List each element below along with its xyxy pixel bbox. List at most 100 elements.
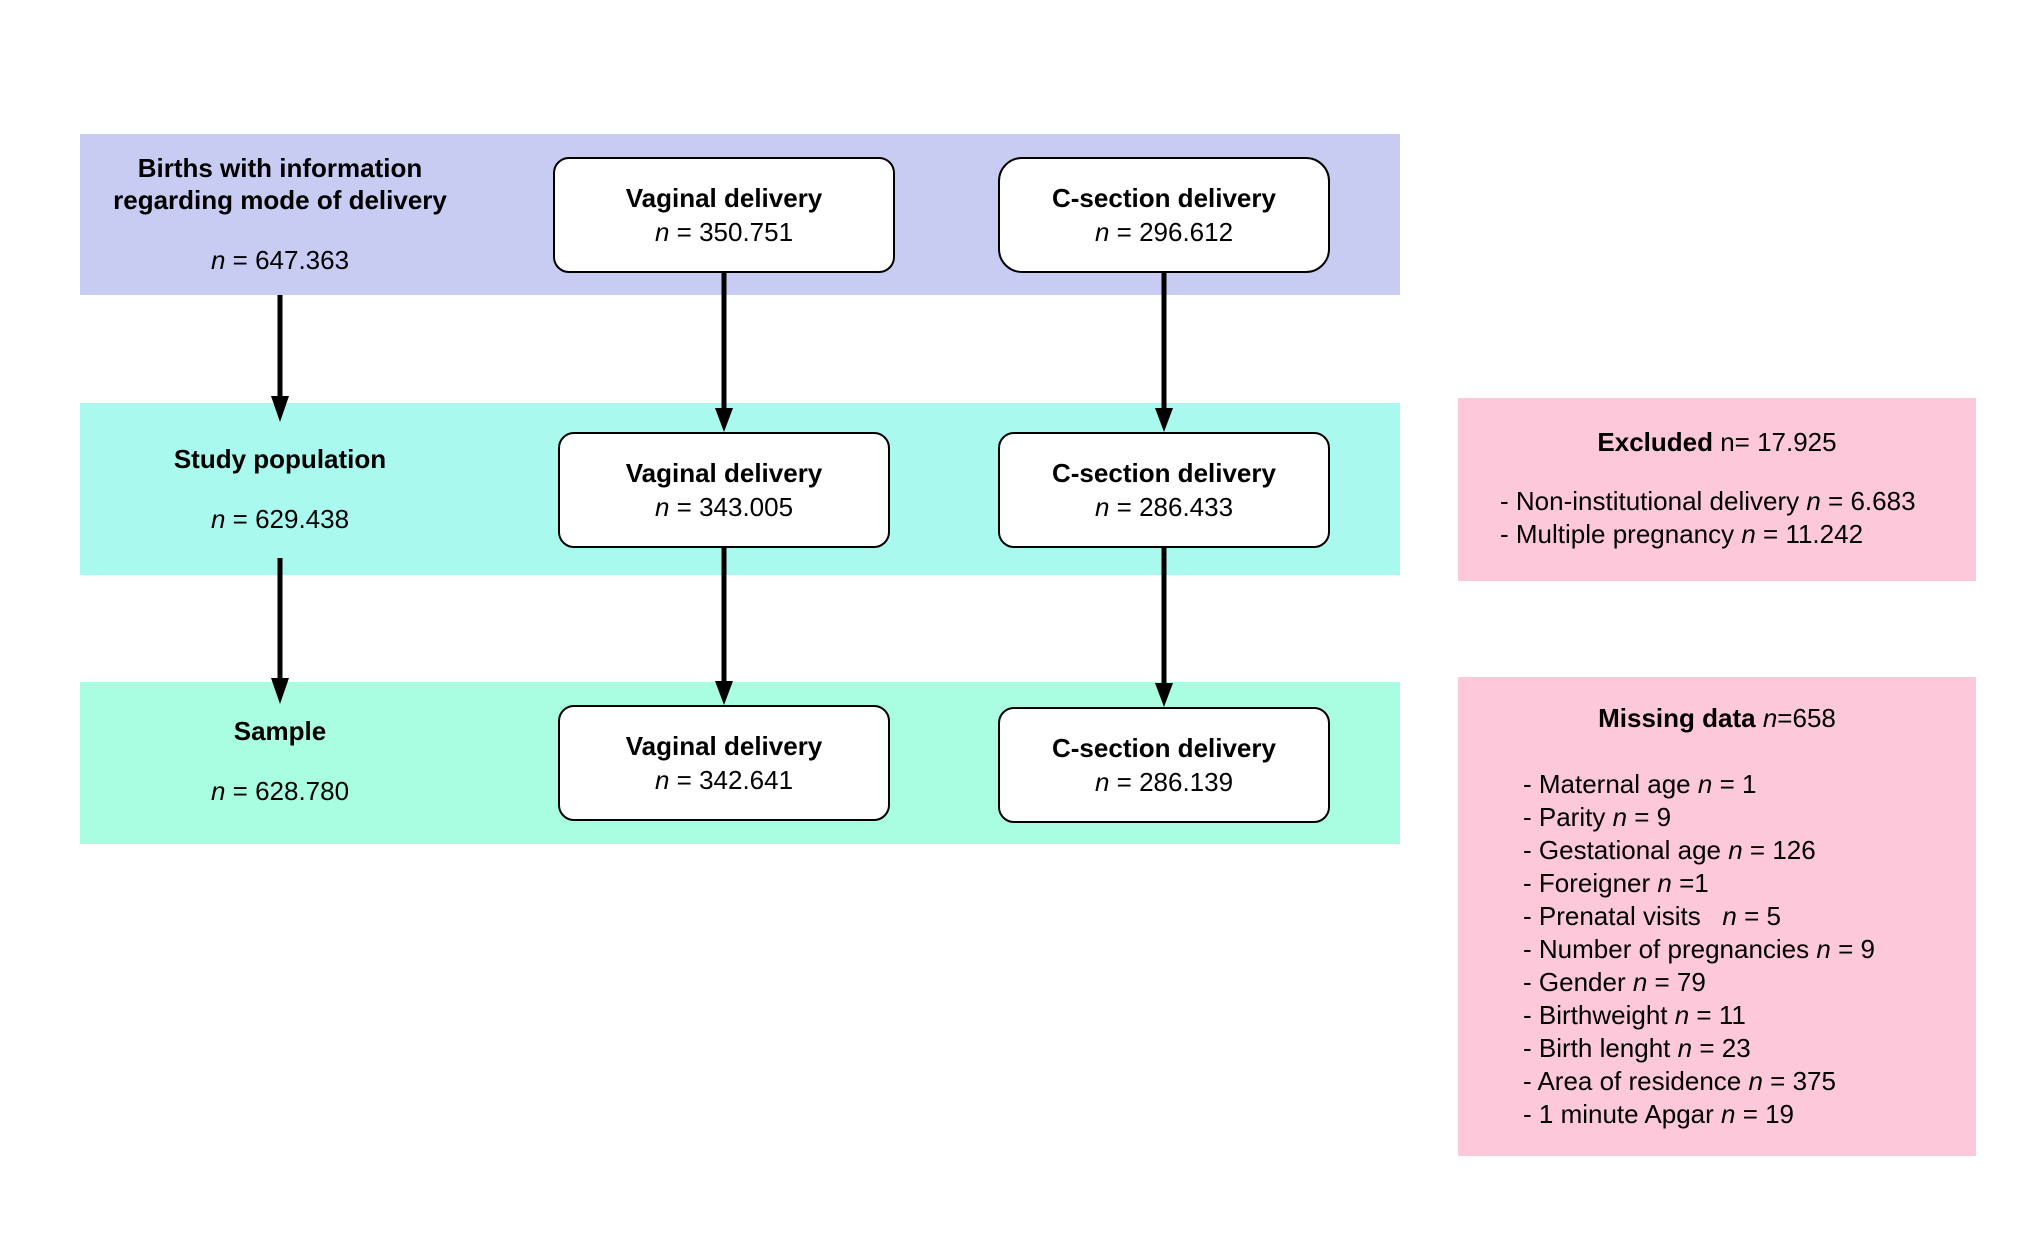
box-n-value: 342.641: [699, 765, 794, 795]
arrow-study-to-sample: [271, 558, 289, 704]
n-equals: =: [669, 765, 700, 795]
n-symbol: n: [210, 776, 226, 806]
n-equals: =: [669, 217, 700, 247]
item-label: - Number of pregnancies: [1523, 934, 1817, 964]
missing-item: - Maternal age n = 1: [1523, 768, 1976, 801]
c-section-delivery-box-sample: C-section delivery n = 286.139: [998, 707, 1330, 823]
item-label: - Gestational age: [1523, 835, 1729, 865]
stage-label-births: Births with information regarding mode o…: [80, 152, 480, 216]
missing-data-title: Missing data: [1598, 703, 1756, 733]
item-n: = 6.683: [1820, 486, 1916, 516]
n-symbol: n: [1722, 901, 1737, 931]
n-symbol: n: [654, 217, 670, 247]
n-equals: =: [1109, 767, 1140, 797]
box-count: n = 350.751: [655, 215, 793, 249]
stage-count-births: n = 647.363: [80, 245, 480, 276]
missing-item: - Birthweight n = 11: [1523, 999, 1976, 1032]
missing-item: - Number of pregnancies n = 9: [1523, 933, 1976, 966]
stage-count-sample: n = 628.780: [80, 776, 480, 807]
item-n: = 5: [1736, 901, 1781, 931]
missing-item: - Parity n = 9: [1523, 801, 1976, 834]
n-symbol: n: [1697, 769, 1713, 799]
stage-n-value: 628.780: [255, 776, 350, 806]
stage-label-study-population: Study population: [80, 443, 480, 475]
n-symbol: n: [1816, 934, 1831, 964]
item-n: = 375: [1762, 1066, 1836, 1096]
box-title: Vaginal delivery: [625, 183, 823, 213]
n-symbol: n: [1094, 217, 1110, 247]
item-label: - Non-institutional delivery: [1500, 486, 1807, 516]
stage-count-study-population: n = 629.438: [80, 504, 480, 535]
n-symbol: n: [1806, 486, 1821, 516]
n-symbol: n: [1094, 767, 1110, 797]
excluded-header: Excluded n= 17.925: [1458, 426, 1976, 459]
arrow-vaginal-study-to-sample: [715, 548, 733, 705]
stage-n-value: 629.438: [255, 504, 350, 534]
item-n: = 19: [1735, 1099, 1795, 1129]
arrow-vaginal-births-to-study: [715, 273, 733, 432]
box-n-value: 286.433: [1139, 492, 1234, 522]
item-n: = 79: [1647, 967, 1706, 997]
stage-title-line: regarding mode of delivery: [113, 185, 447, 215]
box-count: n = 342.641: [655, 763, 793, 797]
n-symbol: n: [1728, 835, 1743, 865]
box-title: Vaginal delivery: [625, 458, 823, 488]
box-n-value: 350.751: [699, 217, 794, 247]
item-n: = 9: [1627, 802, 1672, 832]
item-label: - Birth lenght: [1523, 1033, 1678, 1063]
n-symbol: n: [1677, 1033, 1693, 1063]
excluded-title: Excluded: [1597, 427, 1713, 457]
item-n: =1: [1671, 868, 1709, 898]
stage-title-line: Study population: [173, 444, 387, 474]
missing-data-n: =658: [1777, 703, 1836, 733]
n-equals: =: [1109, 217, 1140, 247]
box-title: C-section delivery: [1052, 458, 1276, 488]
item-label: - Area of residence: [1523, 1066, 1749, 1096]
excluded-box: Excluded n= 17.925 - Non-institutional d…: [1458, 398, 1976, 581]
n-symbol: n: [654, 492, 670, 522]
item-label: - Multiple pregnancy: [1500, 519, 1742, 549]
vaginal-delivery-box-sample: Vaginal delivery n = 342.641: [558, 705, 890, 821]
n-equals: =: [1109, 492, 1140, 522]
n-symbol: n: [1674, 1000, 1690, 1030]
missing-item: - Area of residence n = 375: [1523, 1065, 1976, 1098]
box-count: n = 286.433: [1095, 490, 1233, 524]
n-equals: =: [225, 504, 256, 534]
item-label: - Maternal age: [1523, 769, 1698, 799]
stage-title-line: Births with information: [137, 153, 423, 183]
n-symbol: n: [210, 504, 226, 534]
missing-item: - Gestational age n = 126: [1523, 834, 1976, 867]
box-n-value: 343.005: [699, 492, 794, 522]
excluded-item: - Multiple pregnancy n = 11.242: [1500, 518, 1976, 551]
vaginal-delivery-box-births: Vaginal delivery n = 350.751: [553, 157, 895, 273]
missing-data-list: - Maternal age n = 1 - Parity n = 9 - Ge…: [1458, 768, 1976, 1131]
missing-item: - Foreigner n =1: [1523, 867, 1976, 900]
box-count: n = 286.139: [1095, 765, 1233, 799]
item-label: - Birthweight: [1523, 1000, 1675, 1030]
n-equals: =: [225, 776, 256, 806]
n-equals: =: [669, 492, 700, 522]
excluded-n: n= 17.925: [1712, 427, 1837, 457]
n-symbol: n: [1632, 967, 1648, 997]
arrow-csection-births-to-study: [1155, 273, 1173, 432]
box-n-value: 296.612: [1139, 217, 1234, 247]
n-symbol: n: [1741, 519, 1756, 549]
box-title: Vaginal delivery: [625, 731, 823, 761]
item-label: - Prenatal visits: [1523, 901, 1723, 931]
missing-item: - Prenatal visits n = 5: [1523, 900, 1976, 933]
excluded-item: - Non-institutional delivery n = 6.683: [1500, 485, 1976, 518]
stage-title-line: Sample: [233, 716, 327, 746]
c-section-delivery-box-study-population: C-section delivery n = 286.433: [998, 432, 1330, 548]
item-n: = 126: [1742, 835, 1816, 865]
item-n: = 1: [1712, 769, 1757, 799]
n-equals: =: [225, 245, 256, 275]
arrow-csection-study-to-sample: [1155, 548, 1173, 707]
box-title: C-section delivery: [1052, 733, 1276, 763]
item-label: - 1 minute Apgar: [1523, 1099, 1721, 1129]
n-symbol: n: [1762, 703, 1778, 733]
item-label: - Parity: [1523, 802, 1613, 832]
n-symbol: n: [210, 245, 226, 275]
missing-data-box: Missing data n=658 - Maternal age n = 1 …: [1458, 677, 1976, 1156]
box-count: n = 296.612: [1095, 215, 1233, 249]
n-symbol: n: [1721, 1099, 1736, 1129]
